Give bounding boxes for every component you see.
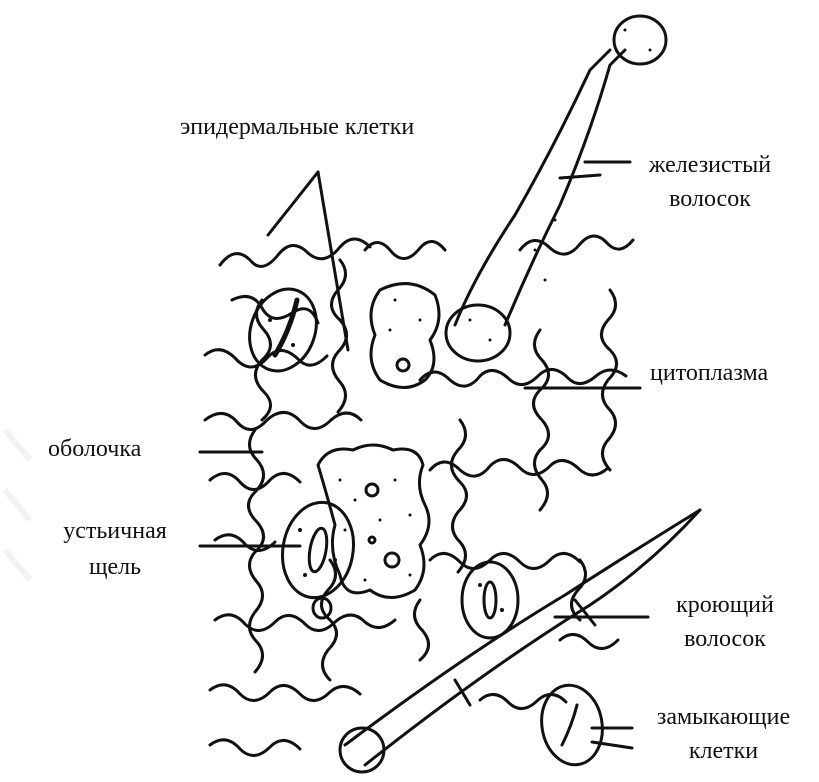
label-covering-hair-2: волосок [655, 624, 795, 654]
cell-walls [205, 236, 633, 756]
glandular-hair [446, 16, 666, 361]
stoma-right [462, 562, 518, 638]
label-glandular-hair-2: волосок [640, 184, 780, 214]
label-stomatal-slit-2: щель [40, 552, 190, 582]
leader-lines [200, 162, 648, 748]
label-covering-hair-1: кроющий [655, 590, 795, 620]
label-guard-cells-2: клетки [636, 736, 811, 766]
label-stomatal-slit-1: устьичная [40, 516, 190, 546]
label-membrane: оболочка [48, 434, 141, 464]
label-epidermal-cells: эпидермальные клетки [180, 112, 414, 142]
covering-hair [340, 510, 700, 772]
label-glandular-hair-1: железистый [640, 150, 780, 180]
label-guard-cells-1: замыкающие [636, 702, 811, 732]
stoma-middle [275, 497, 361, 618]
watermark-mark [0, 420, 40, 590]
label-cytoplasm: цитоплазма [650, 358, 768, 388]
